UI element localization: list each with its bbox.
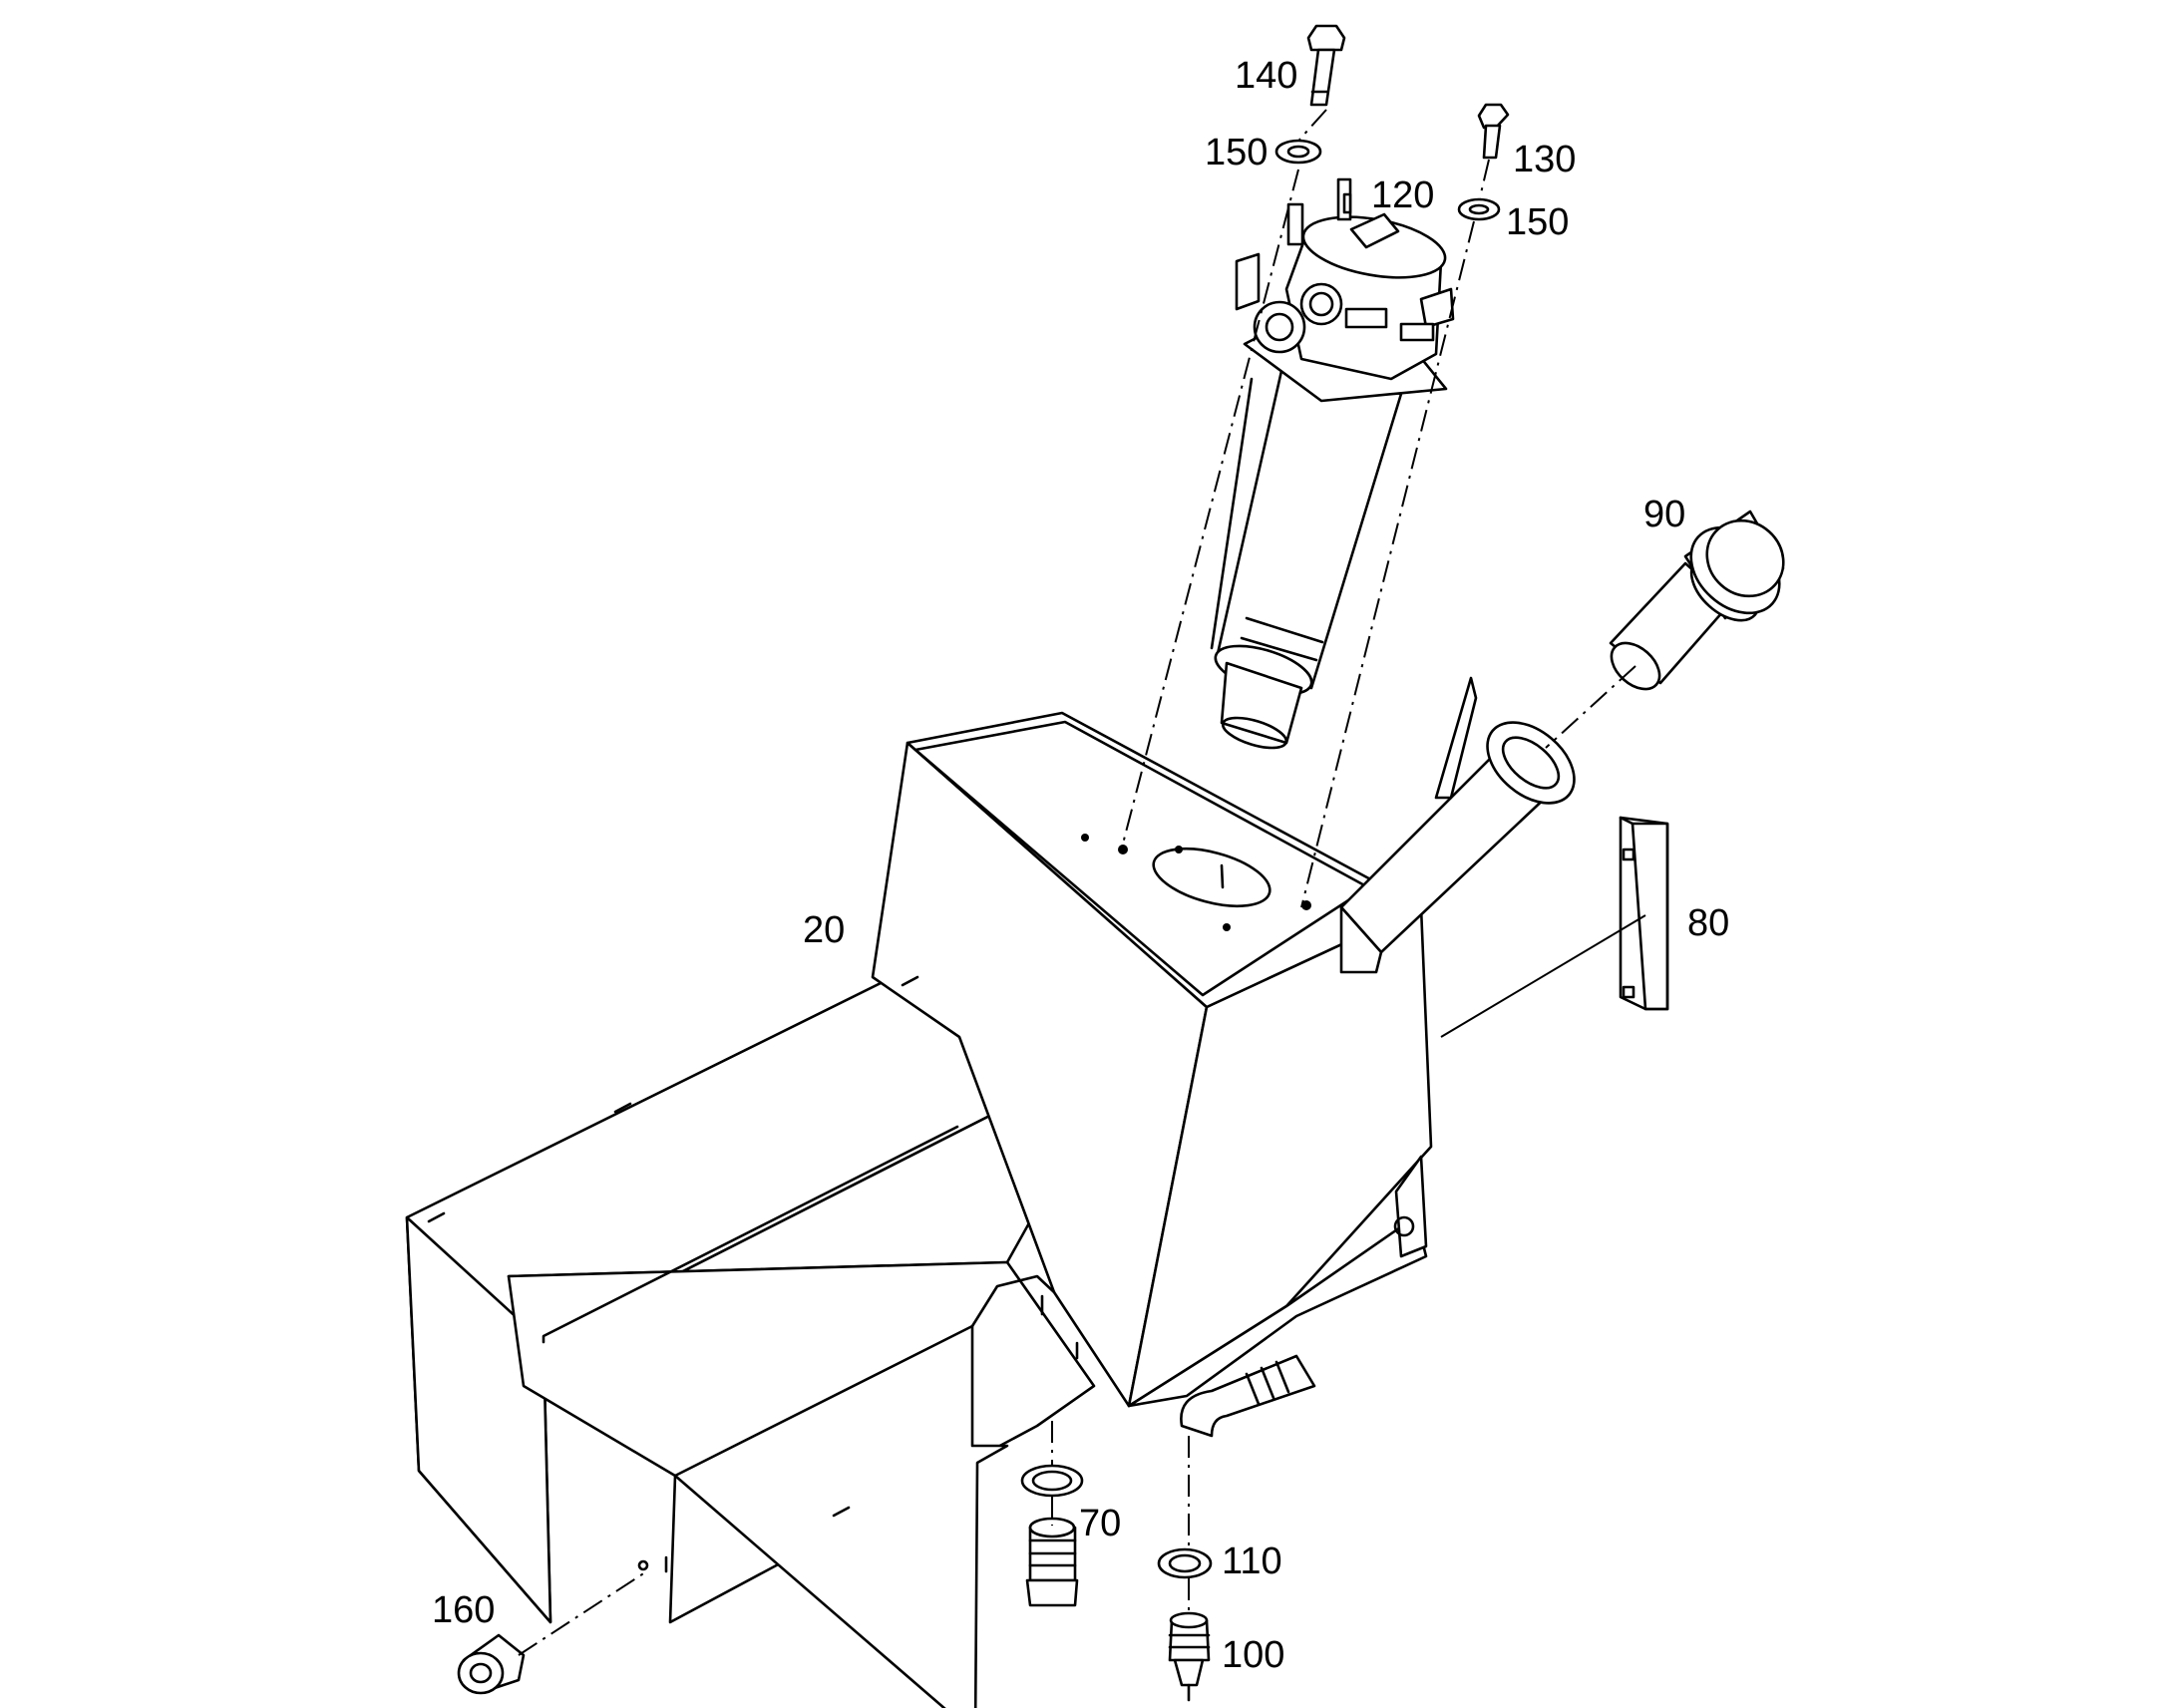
filler-neck-pipe xyxy=(1339,676,1576,974)
cover-plate xyxy=(1619,816,1669,1011)
bolt-130 xyxy=(1477,103,1510,160)
callout-70: 70 xyxy=(1079,1503,1121,1544)
callout-labels: 140 150 130 120 150 90 80 20 70 110 100 … xyxy=(432,55,1729,1676)
seal-ring-110 xyxy=(1157,1547,1213,1579)
seal-ring-70 xyxy=(1020,1464,1084,1498)
callout-150-left: 150 xyxy=(1205,132,1268,173)
callout-140: 140 xyxy=(1235,55,1297,97)
filler-cap xyxy=(1609,510,1785,691)
return-filter-assembly xyxy=(1210,177,1455,750)
washer-150-right xyxy=(1457,197,1501,221)
washer-150-left xyxy=(1274,139,1322,165)
callout-100: 100 xyxy=(1222,1634,1284,1676)
callout-20: 20 xyxy=(803,909,845,951)
callout-150-right: 150 xyxy=(1506,201,1569,243)
callout-80: 80 xyxy=(1687,902,1729,944)
hydraulic-tank xyxy=(405,711,1433,1708)
sensor-100 xyxy=(1168,1611,1211,1702)
leader-lines xyxy=(1440,914,1646,1038)
plug-160 xyxy=(457,1633,526,1695)
callout-130: 130 xyxy=(1513,139,1576,180)
drain-hose xyxy=(1180,1354,1316,1438)
callout-90: 90 xyxy=(1643,494,1685,535)
callout-120: 120 xyxy=(1371,174,1434,216)
callout-160: 160 xyxy=(432,1589,495,1631)
callout-110: 110 xyxy=(1222,1540,1282,1582)
plug-70 xyxy=(1025,1517,1079,1607)
bolt-140 xyxy=(1306,24,1346,107)
assembly-center-lines xyxy=(518,109,1636,1656)
